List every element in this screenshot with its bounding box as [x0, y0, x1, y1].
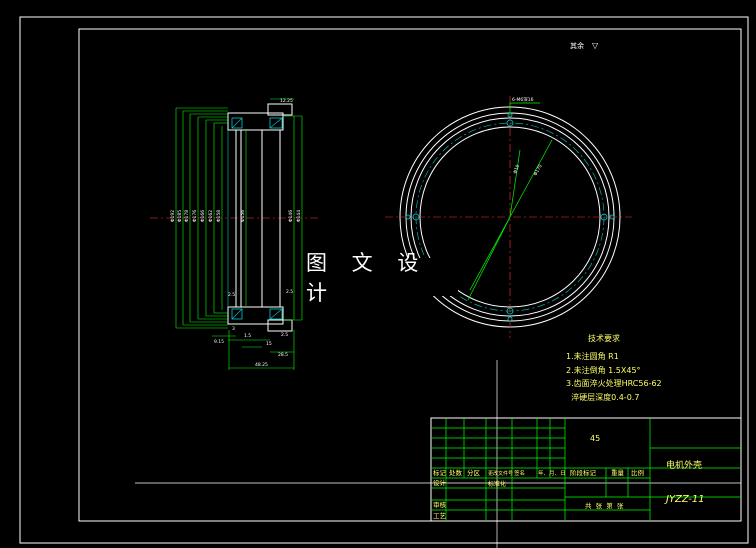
dim-label-178: Φ178 — [184, 210, 190, 222]
dim-15: 15 — [266, 341, 272, 347]
section-bottom-hatch-2 — [269, 308, 283, 320]
dim-label-185: Φ185 — [177, 210, 183, 222]
part-name: 电机外壳 — [666, 459, 702, 471]
corner-roughness-mark: 其余 — [570, 41, 584, 50]
standard-label-visible: 标准化 — [488, 480, 506, 488]
material-value: 45 — [590, 434, 600, 443]
bolt-hole-icon — [600, 213, 608, 221]
section-top-body — [227, 112, 284, 131]
bolt-hole-icon — [412, 213, 420, 221]
drawing-number: JYZZ-11 — [664, 494, 705, 505]
dim-label-10: Φ10 — [512, 164, 521, 175]
scale-label: 比例 — [631, 468, 644, 477]
tech-requirement-item: 3.齿面淬火处理HRC56-62 — [566, 378, 662, 388]
row-label-count: 处数 — [449, 468, 463, 477]
weight-label: 重量 — [611, 469, 625, 477]
circle-view: 6-M6深16 Φ10 Φ170 — [385, 96, 632, 338]
bolt-hole-icon — [506, 119, 514, 127]
roughness-symbol-icon: ▽ — [592, 41, 599, 50]
dim-label-192: Φ192 — [170, 210, 176, 222]
row-label-mark: 标记 — [433, 468, 447, 477]
bolt-hole-spec: 6-M6深16 — [512, 96, 534, 103]
row-label-date: 年、月、日 — [538, 469, 566, 477]
watermark-label: 图 文 设 计 — [306, 251, 458, 305]
section-bottom-hatch — [231, 308, 243, 320]
circle-labels: 6-M6深16 Φ10 Φ170 — [512, 96, 544, 177]
row-label-zone: 分区 — [467, 468, 481, 477]
row-label-signature: 签名 — [514, 469, 525, 477]
bolt-hole-icon — [405, 214, 411, 220]
section-top-flange — [267, 103, 293, 116]
section-top-hatch-line — [231, 117, 243, 129]
dim-9-15: 9.15 — [214, 339, 224, 345]
title-block-text: 标记 处数 分区 更改文件号 签名 年、月、日 设计 标准化 标准化 审核 工艺… — [433, 468, 644, 520]
title-block-outline — [430, 417, 742, 522]
outer-frame — [19, 16, 749, 544]
title-block-grid — [431, 418, 741, 521]
dim-12-25: 12.25 — [280, 98, 293, 104]
dim-label-170: Φ170 — [533, 163, 544, 177]
row-label-change-doc: 更改文件号 — [488, 470, 513, 477]
dim-48-25: 48.25 — [255, 362, 268, 368]
bolt-hole-icon — [506, 307, 514, 315]
design-label: 设计 — [433, 478, 447, 487]
stage-label: 阶段标记 — [570, 468, 597, 477]
dim-label-146: Φ146 — [288, 210, 294, 222]
sheet-info: 共 张 第 张 — [585, 501, 624, 510]
title-block: 标记 处数 分区 更改文件号 签名 年、月、日 设计 标准化 标准化 审核 工艺… — [430, 417, 742, 522]
section-top-hatch-line-2 — [269, 117, 283, 129]
dim-label-166: Φ166 — [200, 210, 206, 222]
horizontal-dimension-lines — [212, 98, 295, 370]
section-bottom-hatch-line-2 — [269, 308, 283, 320]
section-bottom-flange — [267, 319, 293, 332]
dim-label-176: Φ176 — [192, 210, 198, 222]
review-label: 审核 — [433, 500, 447, 509]
tech-requirement-item: 1.未注圆角 R1 — [566, 351, 619, 361]
bolt-holes — [405, 112, 615, 322]
tech-requirement-item: 2.未注倒角 1.5X45° — [566, 365, 641, 375]
section-bottom-hatch-line — [231, 308, 243, 320]
dim-28-5: 28.5 — [278, 352, 288, 358]
bolt-hole-icon — [507, 316, 513, 322]
section-top-hatch-2 — [269, 117, 283, 129]
section-bottom-body — [227, 306, 284, 325]
dim-1-5: 1.5 — [244, 333, 251, 339]
section-top-hatch — [231, 117, 243, 129]
diameter-labels: Φ192 Φ185 Φ178 Φ176 Φ166 Φ162 Φ158 Φ156 … — [170, 210, 302, 222]
section-view: Φ192 Φ185 Φ178 Φ176 Φ166 Φ162 Φ158 Φ156 … — [150, 98, 320, 370]
tech-requirements: 技术要求 1.未注圆角 R1 2.未注倒角 1.5X45° 3.齿面淬火处理HR… — [566, 333, 662, 402]
process-label: 工艺 — [433, 512, 447, 520]
dim-label-158: Φ158 — [216, 210, 222, 222]
circle-dimension-leaders — [467, 102, 553, 301]
tech-requirement-item: 淬硬层深度0.4-0.7 — [566, 392, 639, 402]
diameter-dimension-lines — [175, 107, 303, 329]
dim-2-5-a: 2.5 — [281, 332, 288, 338]
bolt-hole-icon — [609, 214, 615, 220]
dim-label-144: Φ144 — [296, 210, 302, 222]
small-dimension-labels: 12.25 3 1.5 9.15 2.5 15 28.5 48.25 2.5 2… — [214, 98, 293, 368]
dim-2-5-c: 2.5 — [228, 292, 235, 298]
dim-label-162: Φ162 — [208, 210, 214, 222]
tech-requirements-title: 技术要求 — [588, 333, 620, 343]
dim-3: 3 — [232, 326, 235, 332]
inner-frame — [78, 28, 742, 522]
dim-label-156: Φ156 — [240, 210, 246, 222]
dim-2-5-b: 2.5 — [286, 289, 293, 295]
